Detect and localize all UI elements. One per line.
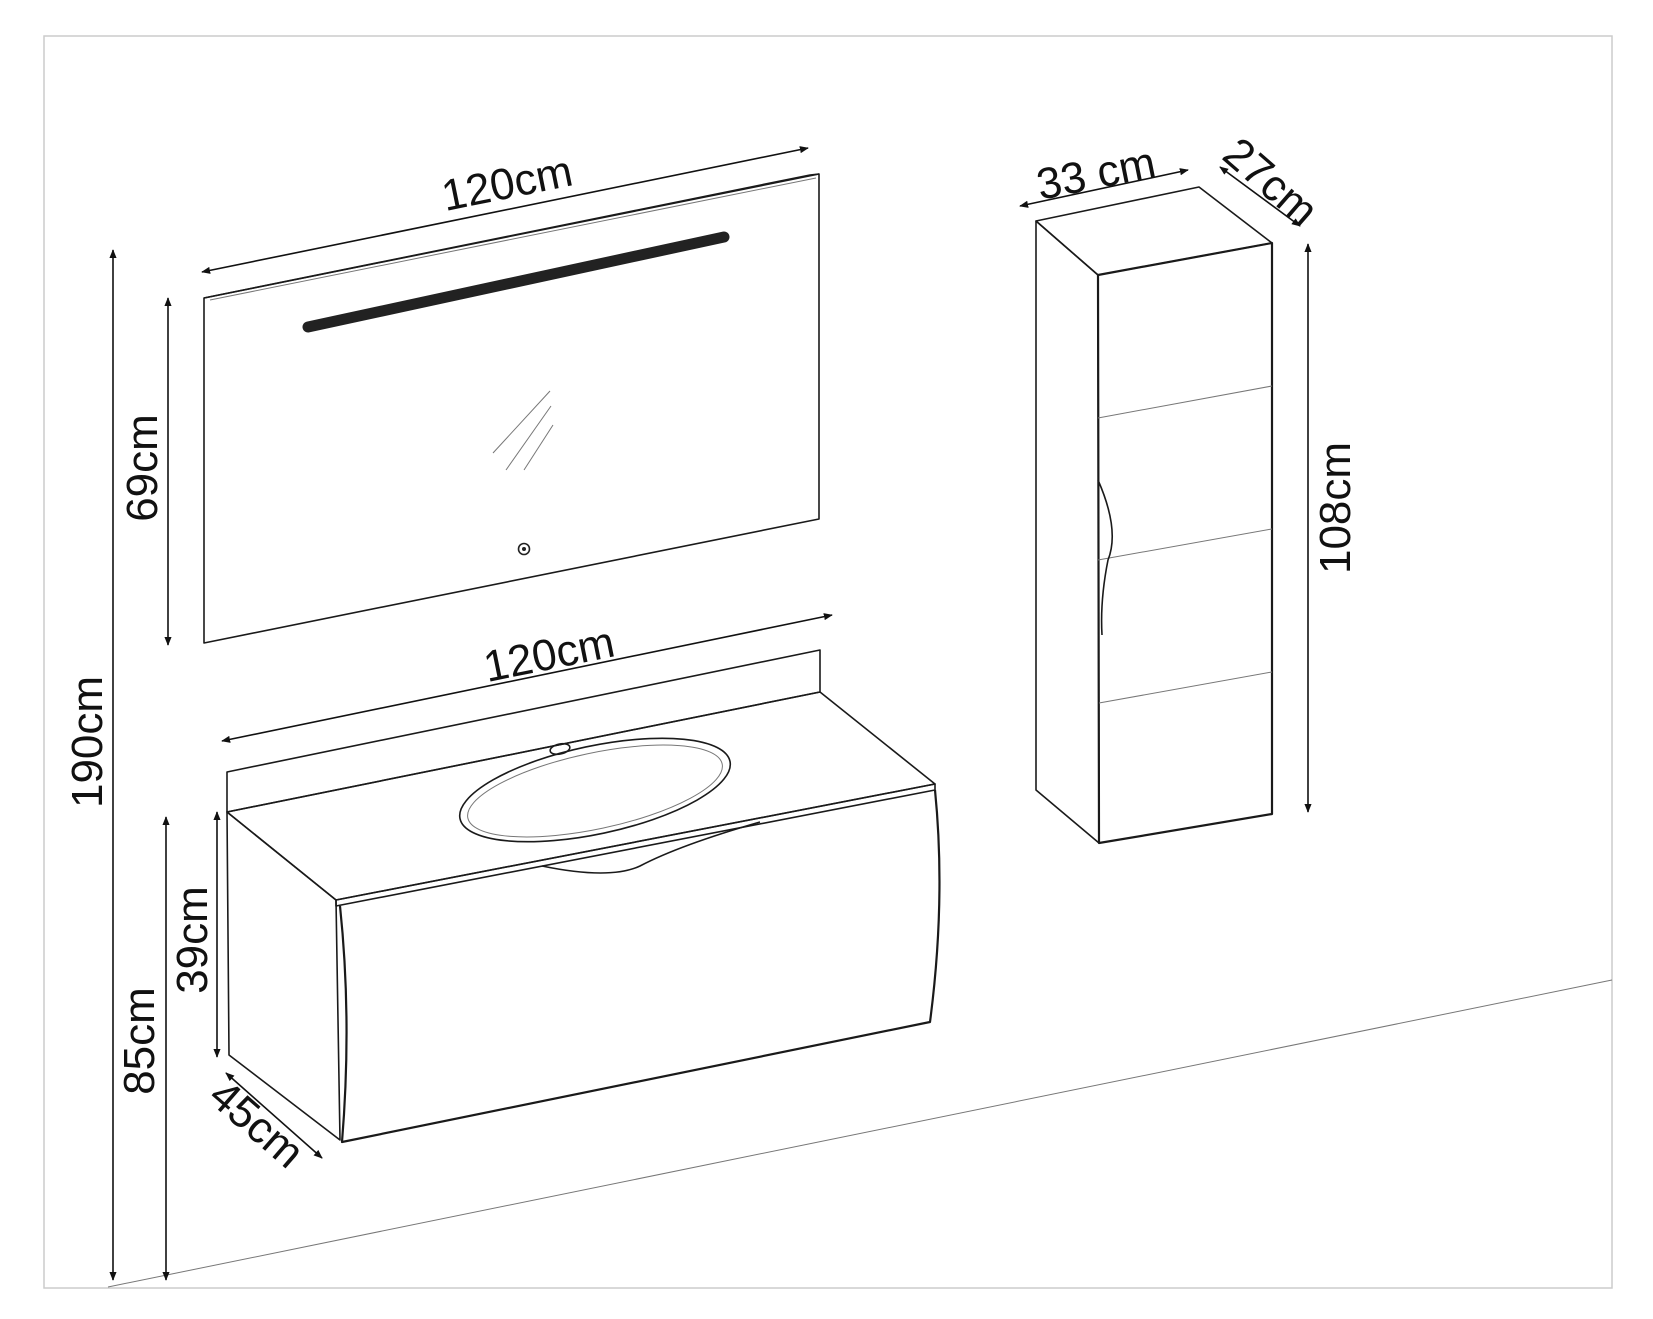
dim-vanity-width — [221, 613, 833, 743]
basin-inner — [467, 744, 723, 838]
dim-cabinet-width — [1019, 168, 1189, 208]
mirror-reflection-mark — [492, 390, 551, 454]
touch-sensor-icon — [517, 542, 531, 556]
tap-hole — [549, 742, 571, 756]
label-cabinet-height: 108cm — [1311, 442, 1360, 574]
dim-vanity-depth — [225, 1072, 323, 1159]
cabinet-shelf — [1097, 385, 1273, 419]
floor-line — [107, 979, 1613, 1288]
label-cabinet-depth: 27cm — [1214, 128, 1327, 236]
vanity-handle-groove — [541, 821, 761, 874]
cabinet-shelf — [1097, 528, 1273, 561]
dim-mirror-width — [201, 146, 809, 274]
label-total-height: 190cm — [63, 676, 112, 808]
drawing-frame — [43, 35, 1613, 1289]
cabinet-shelf — [1098, 671, 1273, 704]
dimension-lines — [109, 146, 1312, 1281]
mirror-led-strip — [302, 231, 730, 333]
label-vanity-depth: 45cm — [200, 1070, 313, 1178]
label-mirror-height: 69cm — [118, 414, 167, 522]
mirror-reflection-mark — [523, 424, 554, 471]
label-vanity-mount-height: 85cm — [115, 987, 164, 1095]
tall-cabinet — [1035, 186, 1274, 845]
vanity-unit — [226, 649, 941, 1144]
dim-cabinet-depth — [1219, 166, 1301, 227]
label-vanity-height: 39cm — [168, 886, 217, 994]
basin — [458, 737, 732, 843]
cabinet-handle — [1097, 479, 1113, 636]
mirror-reflection-mark — [505, 405, 552, 471]
mirror — [203, 173, 820, 644]
label-vanity-width: 120cm — [480, 618, 619, 692]
dimension-labels: 120cm 69cm 120cm 39cm 45cm 85cm 190cm 33… — [63, 128, 1360, 1178]
